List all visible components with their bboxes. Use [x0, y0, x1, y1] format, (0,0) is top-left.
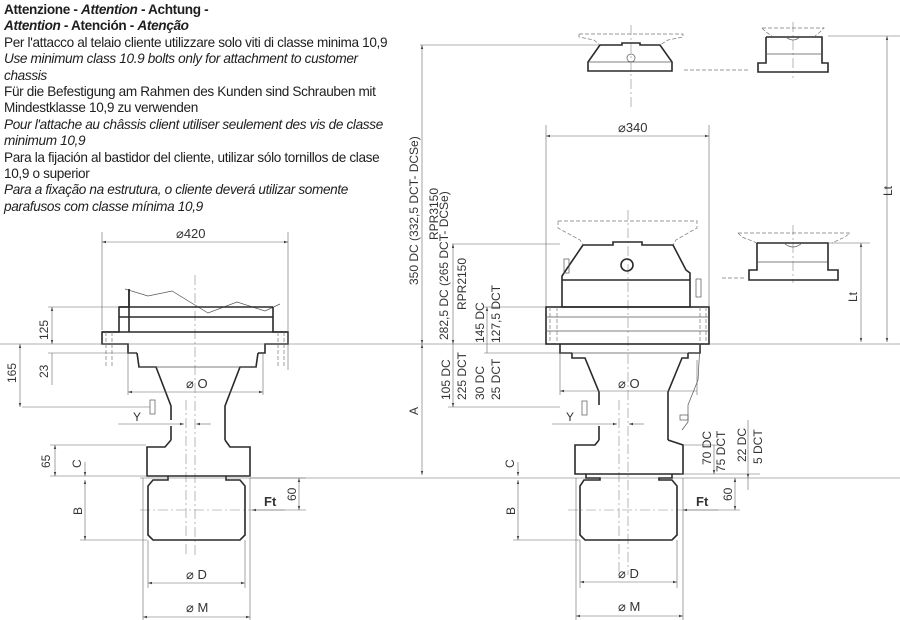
- label-rpr3150: RPR3150: [427, 188, 441, 240]
- dim-lt-rpr2150: Lt: [846, 291, 860, 302]
- dim-dia-o: ⌀ O: [186, 376, 208, 391]
- dim-60: 60: [285, 487, 299, 501]
- dim-b: B: [71, 507, 85, 515]
- dim-127-5: 127,5 DCT: [489, 284, 503, 343]
- dim-y-right: Y: [566, 410, 574, 424]
- dim-b-right: B: [504, 507, 518, 515]
- dim-65: 65: [39, 454, 53, 468]
- dim-y: Y: [133, 410, 141, 424]
- dim-dia-420: ⌀420: [176, 226, 206, 241]
- note-french-1: Pour l'attache au châssis client utilise…: [4, 116, 383, 132]
- attention-heading-2: Attention - Atención - Atenção: [4, 18, 189, 34]
- note-german-2: Mindestklasse 10,9 zu verwenden: [4, 100, 198, 116]
- dim-70: 70 DC: [700, 431, 714, 465]
- dim-c-right: C: [503, 459, 517, 468]
- dim-23: 23: [37, 364, 51, 378]
- middle-dimensions: 350 DC (332,5 DCT- DCSe) RPR3150 282,5 D…: [407, 44, 600, 475]
- note-portuguese-1: Para a fixação na estrutura, o cliente d…: [4, 182, 349, 198]
- note-english-2: chassis: [4, 67, 47, 83]
- label-rpr2150: RPR2150: [455, 258, 469, 310]
- dim-60-right: 60: [721, 487, 735, 501]
- note-english-1: Use minimum class 10.9 bolts only for at…: [4, 51, 358, 67]
- dim-c: C: [70, 459, 84, 468]
- dim-25: 25 DCT: [489, 358, 503, 400]
- dim-dia-d-right: ⌀ D: [618, 566, 639, 581]
- force-ft: Ft: [264, 494, 277, 509]
- note-german-1: Für die Befestigung am Rahmen des Kunden…: [4, 84, 376, 100]
- note-portuguese-2: parafusos com classe mínima 10,9: [4, 198, 203, 214]
- rpr2150-side-view: Lt: [722, 225, 870, 342]
- dim-105: 105 DC: [439, 359, 453, 400]
- dim-30: 30 DC: [473, 366, 487, 400]
- dim-rpr3150-height: 350 DC (332,5 DCT- DCSe): [407, 136, 421, 285]
- note-spanish-1: Para la fijación al bastidor del cliente…: [4, 149, 380, 165]
- note-french-2: minimum 10,9: [4, 133, 86, 149]
- dim-dia-o-right: ⌀ O: [618, 376, 640, 391]
- note-italian: Per l'attacco al telaio cliente utilizza…: [4, 34, 388, 50]
- dim-dia-340: ⌀340: [618, 120, 648, 135]
- dim-lt-rpr3150: Lt: [881, 185, 895, 196]
- dim-225: 225 DCT: [455, 351, 469, 400]
- dim-165: 165: [5, 363, 19, 383]
- dim-5: 5 DCT: [751, 429, 765, 464]
- dim-a: A: [407, 407, 421, 415]
- warning-notes: Attenzione - Attention - Achtung - Atten…: [4, 2, 404, 215]
- dim-dia-d: ⌀ D: [186, 567, 207, 582]
- left-view: ⌀420 125 23 165 ⌀ O Y 65 C: [0, 226, 900, 620]
- dim-dia-m-right: ⌀ M: [618, 599, 640, 614]
- note-spanish-2: 10,9 o superior: [4, 166, 90, 182]
- rpr3150-top-views: Lt: [578, 22, 900, 342]
- dim-rpr2150-height: 282,5 DC (265 DCT- DCSe): [437, 191, 451, 340]
- dim-75: 75 DCT: [714, 430, 728, 472]
- attention-heading-1: Attenzione - Attention - Achtung -: [4, 2, 209, 17]
- force-ft-right: Ft: [696, 494, 709, 509]
- right-view: ⌀340 ⌀ O Y 70 DC 75 DCT 22 DC 5 DCT C B …: [503, 120, 765, 620]
- dim-dia-m: ⌀ M: [186, 600, 208, 615]
- dim-125: 125: [37, 320, 51, 340]
- dim-22: 22 DC: [735, 428, 749, 462]
- dim-145: 145 DC: [473, 302, 487, 343]
